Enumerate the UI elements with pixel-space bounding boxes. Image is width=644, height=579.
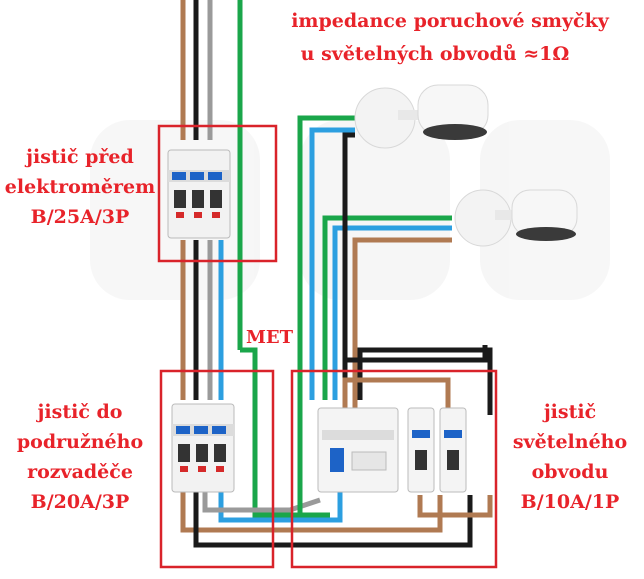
- light-breaker-device-1: [407, 407, 435, 493]
- light-circuit-box: [290, 369, 498, 569]
- sub-breaker-label-1: jistič do: [37, 401, 123, 423]
- light-breaker-label-1: jistič: [543, 401, 597, 423]
- sub-breaker-box: [159, 369, 275, 569]
- main-breaker-box: [157, 124, 278, 263]
- main-breaker-label-2: elektroměrem: [4, 176, 156, 198]
- main-breaker-label-3: B/25A/3P: [30, 206, 130, 228]
- sub-breaker-label-4: B/20A/3P: [30, 491, 130, 513]
- light-breaker-label-4: B/10A/1P: [520, 491, 620, 513]
- title-line-1: impedance poruchové smyčky: [291, 10, 609, 32]
- lamp-1: [354, 84, 489, 149]
- sub-breaker-device: [171, 403, 235, 493]
- sub-breaker-label-2: podružného: [16, 431, 144, 453]
- light-breaker-label-2: světelného: [512, 431, 628, 453]
- main-breaker-device: [167, 149, 231, 239]
- light-breaker-label-3: obvodu: [531, 461, 609, 483]
- highlight-boxes: [157, 124, 498, 569]
- main-breaker-label-1: jistič před: [26, 146, 134, 168]
- rcd-device: [317, 407, 399, 493]
- title-line-2: u světelných obvodů ≈1Ω: [300, 43, 570, 65]
- distribution-wires: [180, 115, 493, 548]
- sub-breaker-label-3: rozvaděče: [27, 461, 133, 483]
- lamp-2: [454, 189, 578, 247]
- met-label: MET: [246, 327, 294, 348]
- light-breaker-device-2: [439, 407, 467, 493]
